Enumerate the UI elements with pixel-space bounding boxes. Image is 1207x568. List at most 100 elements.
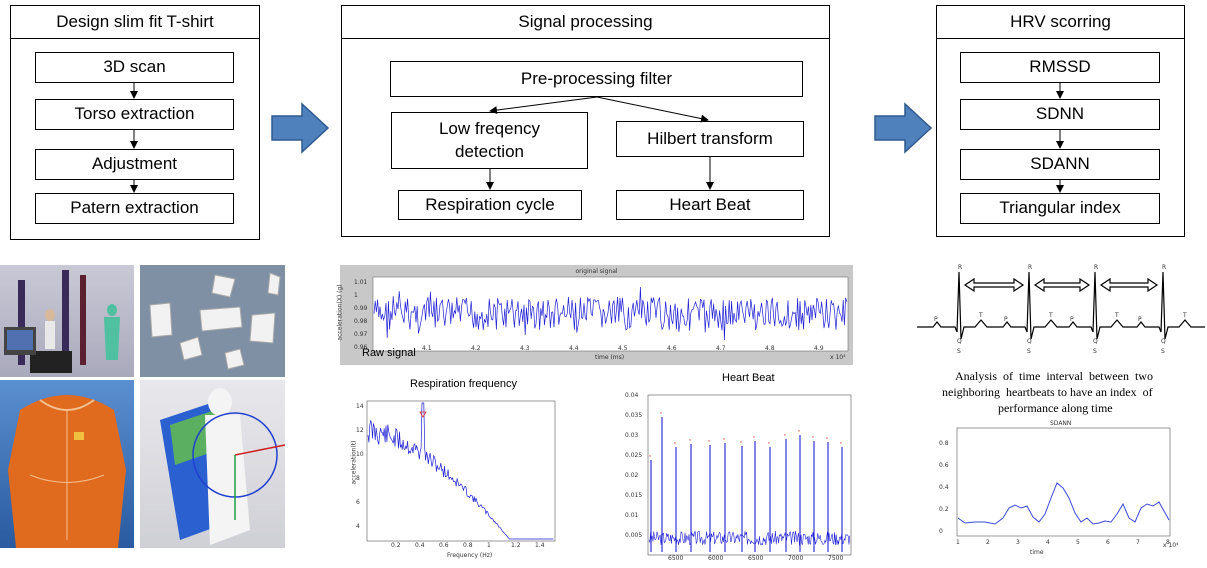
raw-xtick: 4.2 bbox=[471, 345, 481, 352]
flow-arrow-icon bbox=[874, 102, 933, 154]
sdann-title: SDANN bbox=[1050, 420, 1072, 427]
sdann-series bbox=[957, 482, 1170, 525]
raw-title: original signal bbox=[575, 268, 618, 275]
raw-signal-plot: original signal acceleration(X) (g) 1.01… bbox=[336, 265, 853, 365]
ecg-label-r: R bbox=[958, 264, 963, 271]
sdann-ytick: 0 bbox=[939, 528, 943, 535]
ecg-caption-1: Analysis of time interval between two bbox=[955, 369, 1153, 383]
resp-xtick: 0.8 bbox=[463, 542, 473, 549]
raw-xtick: 4.1 bbox=[422, 345, 432, 352]
raw-ylabel: acceleration(X) (g) bbox=[336, 284, 344, 341]
hb-peak-marker: * bbox=[689, 439, 691, 445]
step-torso-extraction: Torso extraction bbox=[35, 99, 234, 130]
connector-arrow bbox=[489, 96, 598, 115]
step-3d-scan: 3D scan bbox=[35, 52, 234, 83]
hb-ytick: 0.015 bbox=[625, 492, 643, 499]
ecg-label-t: T bbox=[1183, 312, 1187, 319]
resp-ytick: 8 bbox=[356, 475, 360, 482]
raw-xtick: 4.7 bbox=[716, 345, 726, 352]
resp-title: Respiration frequency bbox=[410, 378, 518, 390]
hb-peak-marker: * bbox=[784, 434, 786, 440]
hb-peak-marker: * bbox=[753, 436, 755, 442]
sdann-xtick: 6 bbox=[1106, 539, 1110, 546]
ecg-label-s: S bbox=[1093, 348, 1097, 355]
ecg-label-q: Q bbox=[1093, 338, 1098, 345]
resp-xtick: 0.2 bbox=[391, 542, 401, 549]
rr-interval-arrow bbox=[1099, 277, 1159, 293]
heart-beat-series: ************** bbox=[648, 412, 851, 552]
step-sdnn: SDNN bbox=[960, 99, 1160, 130]
sdann-xtick: 2 bbox=[986, 539, 990, 546]
step-rmssd: RMSSD bbox=[960, 52, 1160, 83]
resp-ytick: 10 bbox=[356, 451, 364, 458]
ecg-caption-3: performance along time bbox=[998, 401, 1113, 415]
hb-peak-marker: * bbox=[740, 441, 742, 447]
signal-title: Signal processing bbox=[342, 6, 829, 39]
ecg-label-s: S bbox=[1027, 348, 1031, 355]
raw-xlabel: time (ms) bbox=[595, 354, 625, 361]
ecg-label-r: R bbox=[1094, 264, 1099, 271]
sdann-xtick: 5 bbox=[1076, 539, 1080, 546]
ecg-label-p: P bbox=[1138, 316, 1142, 323]
step-heart-beat: Heart Beat bbox=[616, 190, 804, 220]
step-preprocessing-filter: Pre-processing filter bbox=[390, 61, 803, 97]
raw-xtick: 4.9 bbox=[814, 345, 824, 352]
hb-xtick: 6500 bbox=[748, 555, 764, 562]
rr-interval-arrows bbox=[963, 277, 1159, 293]
sdann-xtick: 4 bbox=[1046, 539, 1050, 546]
raw-signal-series bbox=[373, 286, 848, 341]
flow-arrow-icon bbox=[271, 102, 330, 154]
hb-peak-marker: * bbox=[674, 442, 676, 448]
ecg-label-t: T bbox=[1115, 312, 1119, 319]
hb-ytick: 0.01 bbox=[625, 512, 639, 519]
hb-xtick: 6000 bbox=[708, 555, 724, 562]
resp-xtick: 1.2 bbox=[511, 542, 521, 549]
hb-ytick: 0.03 bbox=[625, 432, 639, 439]
raw-ytick: 0.97 bbox=[354, 331, 368, 338]
hb-ytick: 0.005 bbox=[625, 532, 643, 539]
hb-peak-marker: * bbox=[723, 438, 725, 444]
hb-peak-marker: * bbox=[649, 455, 651, 461]
ecg-caption-2: neighboring heartbeats to have an index … bbox=[942, 385, 1153, 399]
hb-xtick: 7000 bbox=[788, 555, 804, 562]
ecg-label-q: Q bbox=[1027, 338, 1032, 345]
resp-ylabel: acceleration(t) bbox=[350, 440, 358, 485]
hb-xtick: 6500 bbox=[668, 555, 684, 562]
hb-title: Heart Beat bbox=[722, 372, 775, 384]
step-hilbert-transform: Hilbert transform bbox=[616, 121, 804, 157]
hb-xtick: 7500 bbox=[828, 555, 844, 562]
scanner-image bbox=[0, 265, 134, 377]
raw-exp: x 10⁴ bbox=[830, 354, 846, 361]
resp-xtick: 1.4 bbox=[535, 542, 545, 549]
lowfreq-line-1: Low freqency bbox=[438, 118, 541, 138]
raw-ytick: 0.99 bbox=[354, 305, 368, 312]
design-title: Design slim fit T-shirt bbox=[11, 6, 259, 39]
ecg-label-t: T bbox=[1049, 312, 1053, 319]
step-patern-extraction: Patern extraction bbox=[35, 193, 234, 224]
resp-ytick: 6 bbox=[356, 499, 360, 506]
sdann-xtick: 7 bbox=[1136, 539, 1140, 546]
raw-ytick: 1.01 bbox=[354, 279, 368, 286]
hb-ytick: 0.035 bbox=[625, 412, 643, 419]
raw-xtick: 4.3 bbox=[520, 345, 530, 352]
hb-ytick: 0.02 bbox=[625, 472, 639, 479]
ecg-label-q: Q bbox=[1161, 338, 1166, 345]
step-sdann: SDANN bbox=[960, 149, 1160, 180]
torso-model-image bbox=[0, 380, 134, 548]
resp-ytick: 12 bbox=[356, 427, 364, 434]
hb-ytick: 0.025 bbox=[625, 452, 643, 459]
raw-signal-label: Raw signal bbox=[362, 347, 416, 359]
hb-peak-marker: * bbox=[840, 442, 842, 448]
raw-ytick: 0.98 bbox=[354, 318, 368, 325]
ecg-label-r: R bbox=[1162, 264, 1167, 271]
ecg-label-r: R bbox=[1028, 264, 1033, 271]
hb-ytick: 0.04 bbox=[625, 392, 639, 399]
raw-ytick: 0.96 bbox=[354, 344, 368, 351]
rr-interval-arrow bbox=[1033, 277, 1091, 293]
rr-interval-arrow bbox=[963, 277, 1025, 293]
sdann-exp: x 10⁴ bbox=[1163, 542, 1179, 549]
